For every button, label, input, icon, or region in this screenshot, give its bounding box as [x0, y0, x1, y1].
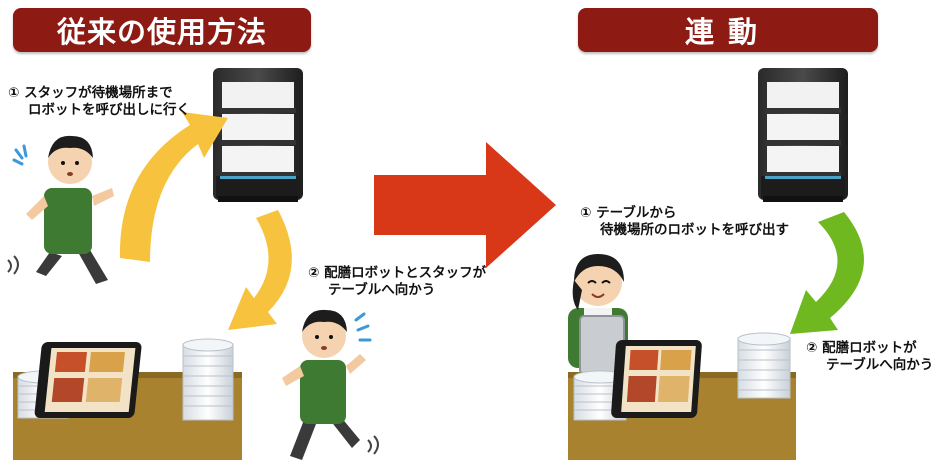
title-banner-conventional: 従来の使用方法	[13, 8, 311, 52]
yellow-arrow-down	[228, 210, 292, 330]
plate-stack-right-2	[737, 332, 791, 399]
right-step1-note: ① テーブルから 待機場所のロボットを呼び出す	[580, 205, 789, 239]
left-step1-line2: ロボットを呼び出しに行く	[28, 102, 190, 118]
right-step2-note: ② 配膳ロボットが テーブルへ向かう	[806, 340, 933, 374]
title-banner-linked: 連動	[578, 8, 878, 52]
tablet-right	[611, 340, 702, 418]
left-step2-marker: ②	[308, 265, 320, 281]
robot-left	[213, 68, 303, 202]
plate-stack-left-2	[182, 338, 234, 421]
right-step2-line2: テーブルへ向かう	[826, 357, 934, 373]
right-step2-marker: ②	[806, 340, 818, 356]
right-step1-line2: 待機場所のロボットを呼び出す	[600, 222, 789, 238]
robot-right	[758, 68, 848, 202]
left-step1-line1: スタッフが待機場所まで	[24, 85, 173, 101]
left-step1-marker: ①	[8, 85, 20, 101]
left-step2-note: ② 配膳ロボットとスタッフが テーブルへ向かう	[308, 265, 486, 299]
staff-with-tablet	[568, 254, 628, 375]
right-step1-marker: ①	[580, 205, 592, 221]
left-step2-line1: 配膳ロボットとスタッフが	[324, 265, 487, 281]
left-step1-note: ① スタッフが待機場所まで ロボットを呼び出しに行く	[8, 85, 190, 119]
tablet-left	[34, 342, 142, 418]
yellow-arrow-up	[119, 112, 228, 262]
right-step1-line1: テーブルから	[596, 205, 677, 221]
left-step2-line2: テーブルへ向かう	[328, 282, 436, 298]
right-step2-line1: 配膳ロボットが	[822, 340, 917, 356]
staff-running-left	[7, 135, 114, 284]
transition-arrow-red	[374, 142, 556, 268]
title-linked: 連動	[684, 15, 771, 49]
title-conventional: 従来の使用方法	[56, 15, 267, 49]
staff-running-right	[282, 309, 379, 460]
green-arrow	[790, 212, 864, 334]
